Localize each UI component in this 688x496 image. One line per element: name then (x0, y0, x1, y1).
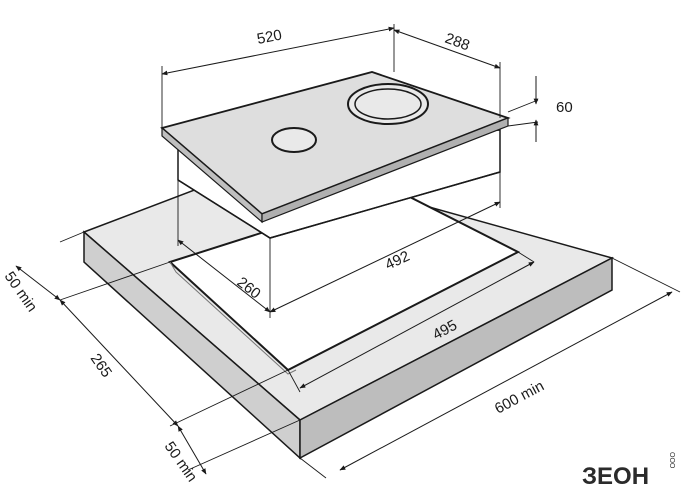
label-top-depth: 288 (443, 30, 472, 55)
dimension-lines (15, 26, 673, 475)
label-side-depth: 265 (87, 351, 115, 381)
dim-line-288 (393, 29, 501, 69)
dim-line-600 (339, 291, 673, 471)
logo-subtitle: ООО (668, 452, 675, 469)
label-counter-width: 600 min (492, 377, 547, 417)
small-burner-icon (271, 127, 317, 153)
label-height: 60 (556, 99, 573, 116)
logo-brand-text: ЗЕОН (582, 463, 649, 490)
dim-line-50-back (177, 425, 207, 475)
dim-line-50-front (15, 265, 61, 301)
dim-line-520 (161, 26, 395, 76)
label-front-margin: 50 min (1, 269, 41, 316)
label-top-width: 520 (256, 26, 284, 47)
extension-lines (59, 24, 681, 479)
brand-logo: ЗЕОН ООО (582, 452, 675, 490)
large-burner-icon (347, 83, 429, 125)
label-back-margin: 50 min (161, 439, 201, 486)
dim-line-265 (59, 299, 179, 427)
dim-line-260 (177, 239, 271, 313)
